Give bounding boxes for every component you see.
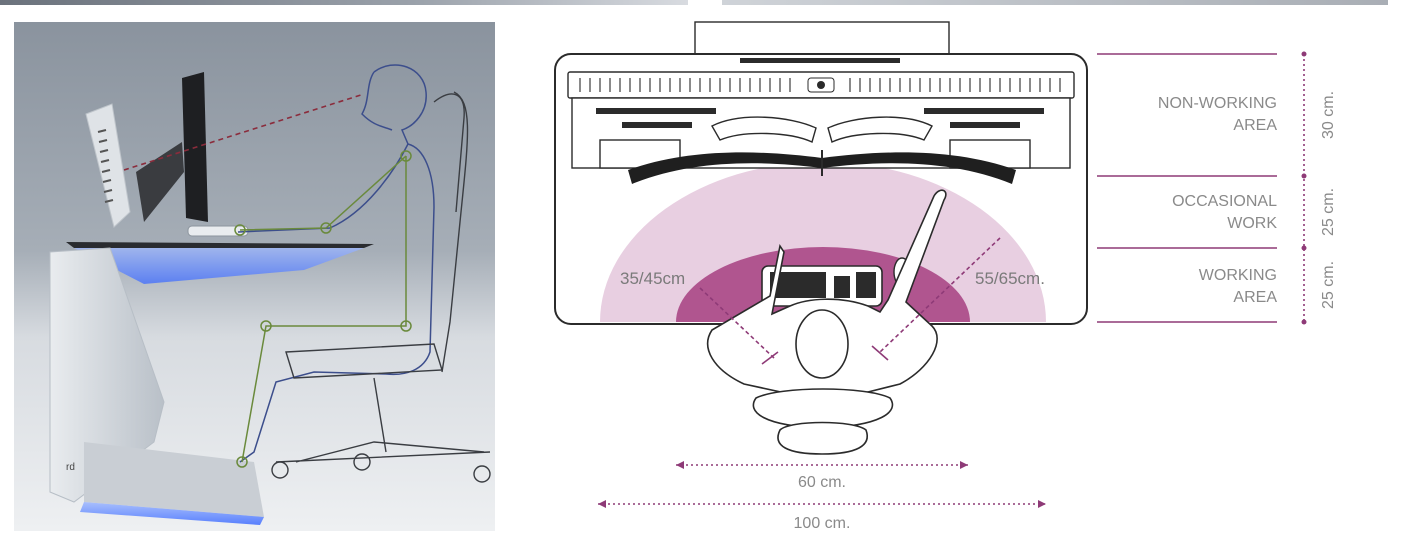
working-area-diagram: 35/45cm 55/65cm. NON-WORKING AREA OCCASI…	[540, 10, 1406, 544]
zone-occasional-line2: WORK	[1227, 215, 1277, 232]
depth-working: 25 cm.	[1320, 261, 1337, 309]
top-divider-left	[0, 0, 688, 5]
photo-logo: rd	[66, 462, 75, 473]
ergonomic-side-view-photo: rd	[14, 22, 495, 531]
width-outer-label: 100 cm.	[794, 515, 851, 532]
zone-occasional-line1: OCCASIONAL	[1172, 193, 1277, 210]
zone-nonworking-line1: NON-WORKING	[1158, 95, 1277, 112]
zone-working-line2: AREA	[1233, 289, 1277, 306]
seated-person-top-view	[706, 189, 947, 455]
reach-near-label: 35/45cm	[620, 269, 685, 288]
zone-nonworking-line2: AREA	[1233, 117, 1277, 134]
width-inner-label: 60 cm.	[798, 474, 846, 491]
depth-nonworking: 30 cm.	[1320, 91, 1337, 139]
top-divider-right	[722, 0, 1388, 5]
zone-working-line1: WORKING	[1199, 267, 1277, 284]
depth-occasional: 25 cm.	[1320, 188, 1337, 236]
reach-far-label: 55/65cm.	[975, 269, 1045, 288]
